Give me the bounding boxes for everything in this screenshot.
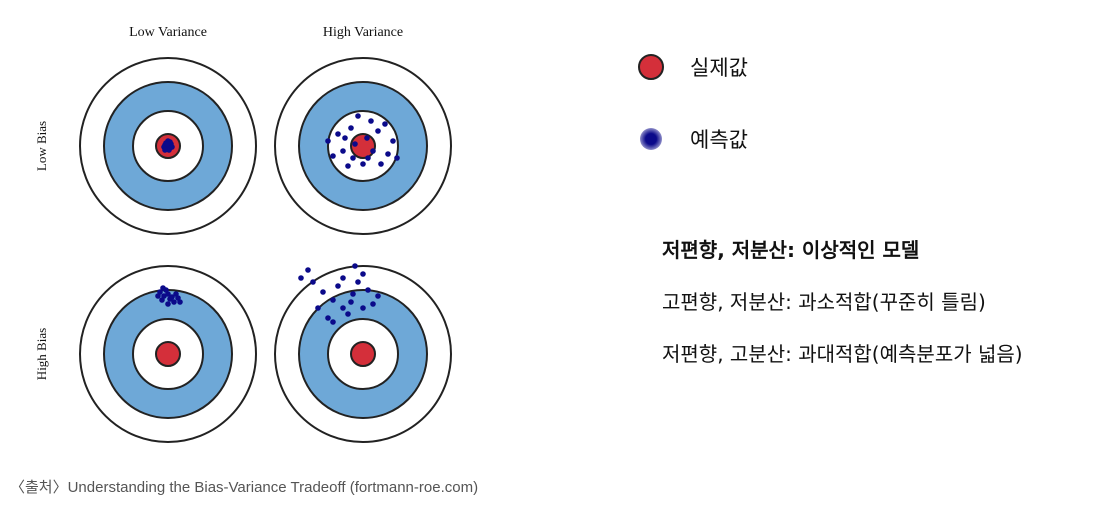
prediction-dot [352, 263, 358, 269]
prediction-dot [315, 305, 321, 311]
target-high-bias-high-variance [274, 263, 452, 443]
target-bullseye [350, 133, 376, 159]
prediction-dot [162, 147, 168, 153]
note-overfitting: 저편향, 고분산: 과대적합(예측분포가 넓음) [662, 342, 1023, 366]
column-title-high-variance: High Variance [323, 25, 403, 40]
note-underfitting: 고편향, 저분산: 과소적합(꾸준히 틀림) [662, 290, 986, 314]
prediction-dot [360, 305, 366, 311]
prediction-dot [155, 293, 161, 299]
prediction-dot [325, 138, 331, 144]
prediction-dot [370, 301, 376, 307]
prediction-dot [360, 271, 366, 277]
prediction-dot [385, 151, 391, 157]
prediction-dot [348, 125, 354, 131]
column-title-low-variance: Low Variance [129, 25, 207, 40]
target-low-bias-low-variance [79, 57, 257, 235]
prediction-dot [159, 297, 165, 303]
prediction-dot [355, 279, 361, 285]
prediction-dot [340, 148, 346, 154]
prediction-dot [365, 287, 371, 293]
prediction-dot [364, 135, 370, 141]
prediction-dot [169, 144, 175, 150]
prediction-dot [298, 275, 304, 281]
prediction-dot [345, 311, 351, 317]
prediction-dot [378, 161, 384, 167]
prediction-dot [394, 155, 400, 161]
target-high-bias-low-variance [79, 265, 257, 443]
row-title-low-bias: Low Bias [34, 121, 49, 171]
prediction-dot [348, 299, 354, 305]
prediction-dot [330, 297, 336, 303]
prediction-dot [165, 301, 171, 307]
prediction-dot [330, 153, 336, 159]
target-bullseye [155, 341, 181, 367]
target-bullseye [350, 341, 376, 367]
legend-predicted-value: 예측값 [636, 124, 748, 154]
prediction-dot [365, 155, 371, 161]
prediction-dot [310, 279, 316, 285]
prediction-dot [164, 141, 170, 147]
prediction-dot [340, 305, 346, 311]
prediction-dot [375, 128, 381, 134]
prediction-dot [345, 163, 351, 169]
prediction-dot [352, 141, 358, 147]
row-title-high-bias: High Bias [34, 328, 49, 380]
prediction-dot [375, 293, 381, 299]
prediction-dot [335, 131, 341, 137]
legend-predicted-value-label: 예측값 [690, 128, 748, 152]
prediction-dot [171, 299, 177, 305]
prediction-dot [382, 121, 388, 127]
target-low-bias-high-variance [274, 57, 452, 235]
prediction-dot [305, 267, 311, 273]
prediction-dot [330, 319, 336, 325]
legend-real-value: 실제값 [636, 52, 748, 82]
prediction-dot [390, 138, 396, 144]
predicted-value-dot-icon [636, 124, 666, 154]
prediction-dot [368, 118, 374, 124]
legend-real-value-label: 실제값 [690, 56, 748, 80]
prediction-dot [350, 155, 356, 161]
prediction-dot [355, 113, 361, 119]
prediction-dot [335, 283, 341, 289]
bias-variance-target-diagram: Low Variance High Variance Low Bias High… [34, 25, 452, 443]
real-value-dot-icon [636, 52, 666, 82]
prediction-dot [160, 285, 166, 291]
prediction-dot [350, 291, 356, 297]
prediction-dot [177, 299, 183, 305]
prediction-dot [320, 289, 326, 295]
prediction-dot [342, 135, 348, 141]
prediction-dot [325, 315, 331, 321]
prediction-dot [167, 296, 173, 302]
prediction-dot [360, 161, 366, 167]
prediction-dot [370, 148, 376, 154]
source-caption: 〈출처〉Understanding the Bias-Variance Trad… [10, 479, 479, 496]
note-ideal-model: 저편향, 저분산: 이상적인 모델 [662, 238, 920, 262]
prediction-dot [340, 275, 346, 281]
